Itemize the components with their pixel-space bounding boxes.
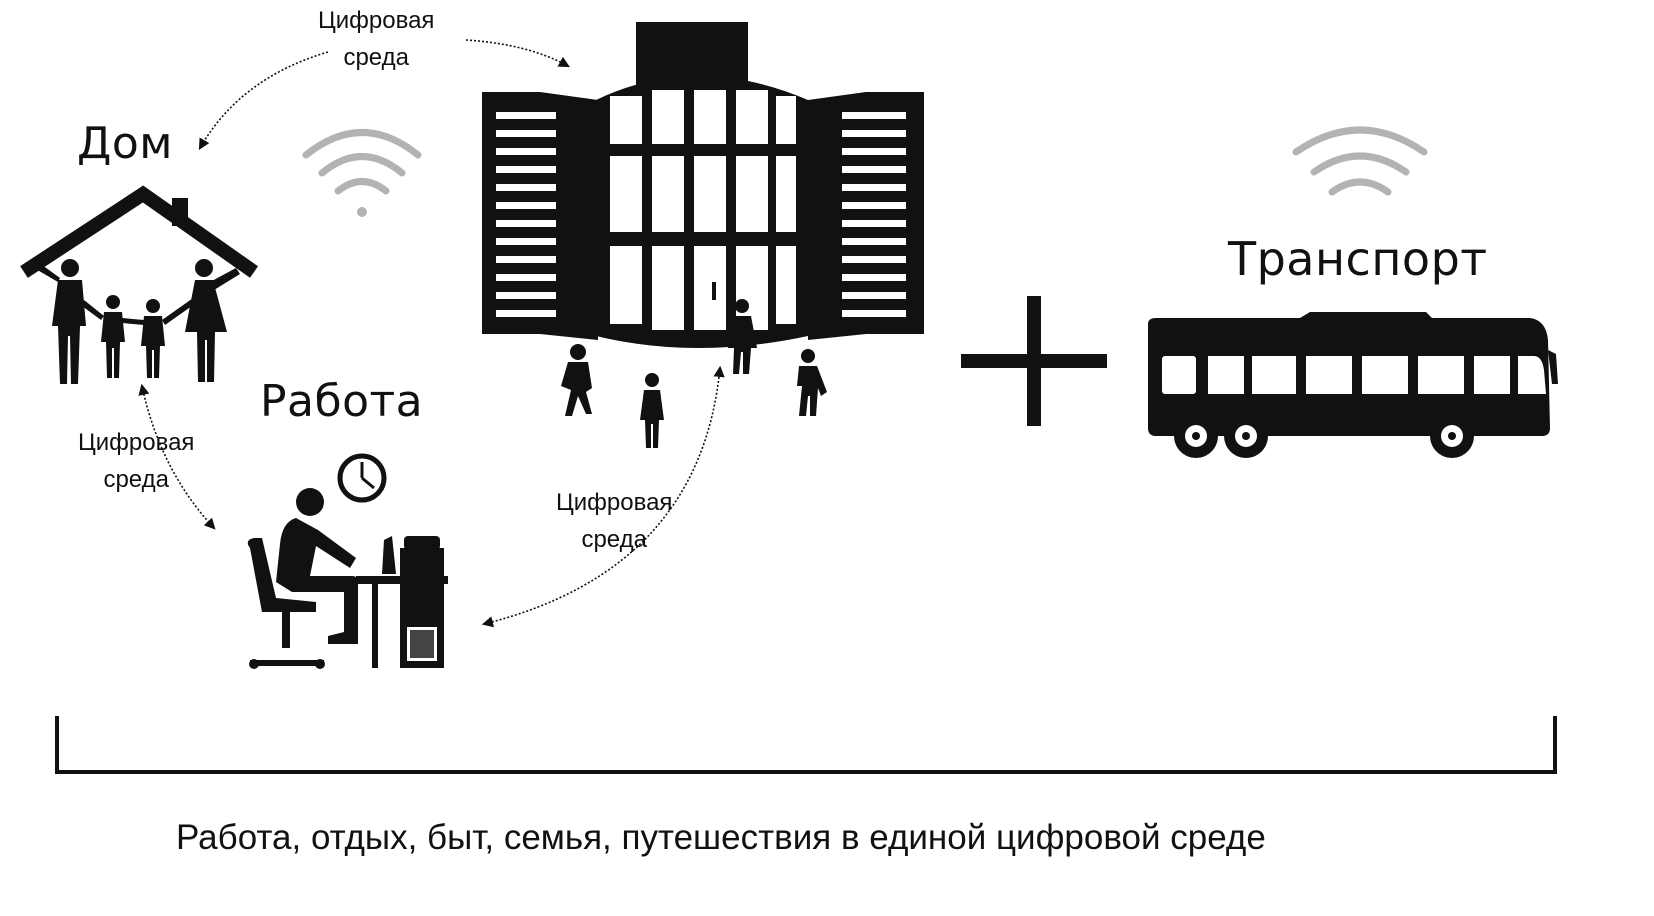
node-label-home: Дом — [77, 118, 173, 169]
pedestrian-icon — [728, 299, 757, 374]
wifi-icon — [302, 129, 422, 217]
house-family-icon — [20, 185, 259, 384]
edge-label-top-line2: среда — [343, 44, 409, 71]
wifi-icon — [1292, 126, 1428, 196]
grouping-bracket — [55, 716, 1557, 774]
connector-office-home — [465, 39, 570, 68]
edge-label-top: Цифровая среда — [318, 2, 434, 76]
connector-work-office — [481, 365, 725, 628]
node-label-transport: Транспорт — [1228, 232, 1488, 286]
edge-label-right-line2: среда — [581, 526, 647, 553]
bus-icon — [1148, 312, 1558, 458]
pedestrian-icon — [561, 344, 592, 416]
office-building-icon — [482, 22, 924, 348]
diagram-caption: Работа, отдых, быт, семья, путешествия в… — [176, 818, 1266, 857]
edge-label-right: Цифровая среда — [556, 484, 672, 558]
edge-label-left: Цифровая среда — [78, 424, 194, 498]
edge-label-right-line1: Цифровая — [556, 489, 673, 516]
node-label-work: Работа — [260, 376, 424, 427]
office-worker-icon — [247, 488, 448, 669]
plus-sign — [961, 296, 1107, 426]
connector-home-office — [198, 51, 329, 150]
pedestrian-icon — [640, 373, 664, 448]
pedestrian-icon — [797, 349, 827, 416]
bus-wheel — [1174, 414, 1474, 458]
clock-icon — [337, 453, 387, 503]
edge-label-left-line1: Цифровая — [78, 429, 195, 456]
edge-label-left-line2: среда — [103, 466, 169, 493]
edge-label-top-line1: Цифровая — [318, 7, 435, 34]
